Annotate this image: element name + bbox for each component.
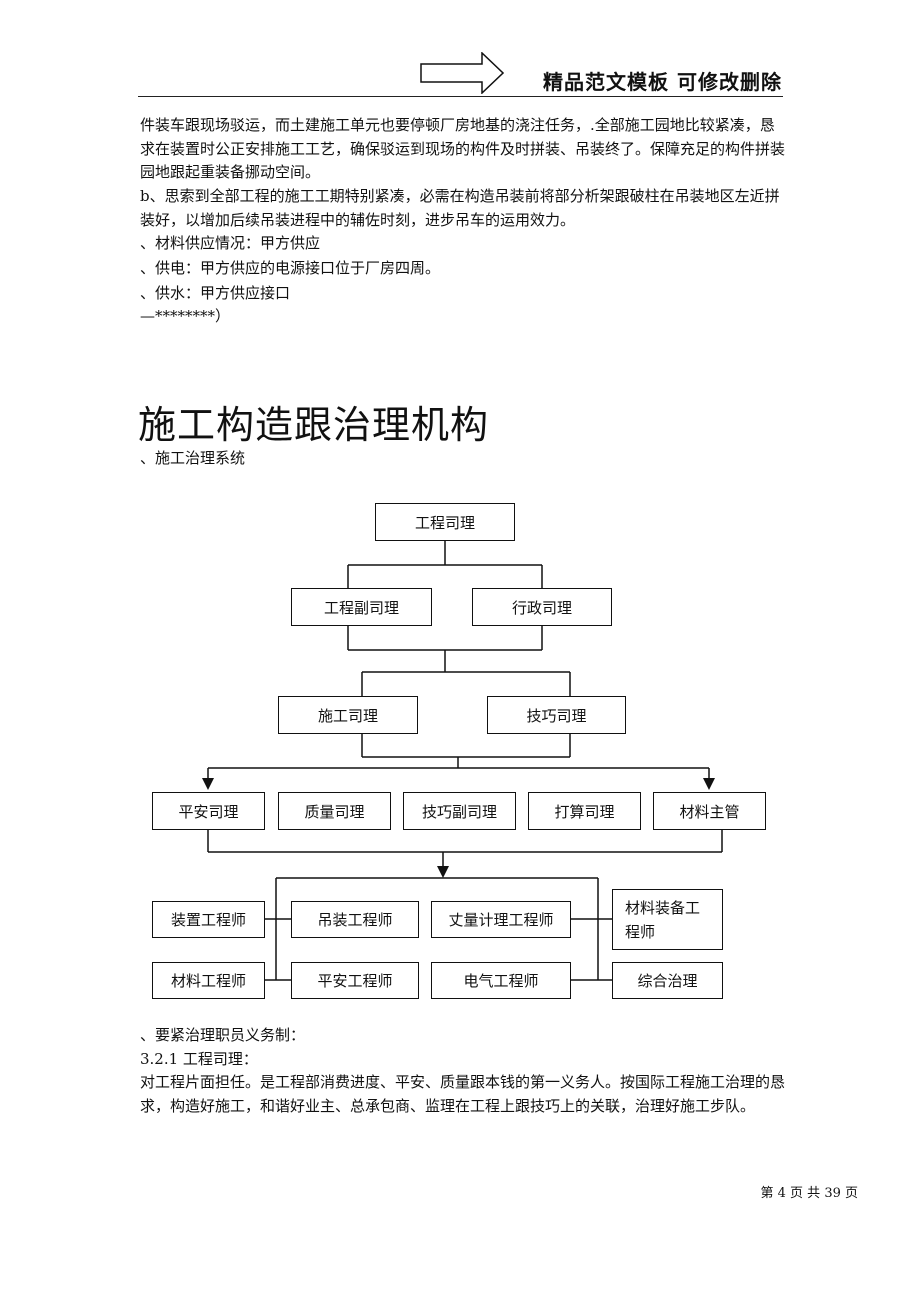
org-box-project-manager: 工程司理 xyxy=(375,503,515,541)
org-box-quality-manager: 质量司理 xyxy=(278,792,391,830)
intro-paragraph-1: 件装车跟现场驳运，而土建施工单元也要停顿厂房地基的浇注任务，.全部施工园地比较紧… xyxy=(140,116,786,181)
page-number: 第 4 页 共 39 页 xyxy=(760,1186,858,1201)
org-box-planning-manager: 打算司理 xyxy=(528,792,641,830)
supply-line-water: 、供水：甲方供应接口 xyxy=(140,284,291,302)
supply-line-note: —********） xyxy=(140,307,231,325)
org-box-construction-manager: 施工司理 xyxy=(278,696,418,734)
supply-line-materials: 、材料供应情况：甲方供应 xyxy=(140,234,321,252)
org-box-technical-manager: 技巧司理 xyxy=(487,696,626,734)
header-rule xyxy=(138,96,783,97)
duties-item-body: 对工程片面担任。是工程部消费进度、平安、质量跟本钱的第一义务人。按国际工程施工治… xyxy=(140,1073,786,1115)
supply-line-power: 、供电：甲方供应的电源接口位于厂房四周。 xyxy=(140,259,441,277)
org-box-materials-supervisor: 材料主管 xyxy=(653,792,766,830)
org-box-admin-manager: 行政司理 xyxy=(472,588,612,626)
org-box-safety-engineer: 平安工程师 xyxy=(291,962,419,999)
org-box-general-management: 综合治理 xyxy=(612,962,723,999)
duties-label: 、要紧治理职员义务制： xyxy=(140,1026,306,1044)
subsection-label: 、施工治理系统 xyxy=(140,449,246,467)
section-heading: 施工构造跟治理机构 xyxy=(138,403,490,448)
org-box-deputy-technical-manager: 技巧副司理 xyxy=(403,792,516,830)
org-box-survey-engineer: 丈量计理工程师 xyxy=(431,901,571,938)
org-box-safety-manager: 平安司理 xyxy=(152,792,265,830)
org-box-materials-engineer: 材料工程师 xyxy=(152,962,265,999)
org-box-deputy-project-manager: 工程副司理 xyxy=(291,588,432,626)
org-box-installation-engineer: 装置工程师 xyxy=(152,901,265,938)
duties-item-title: 3.2.1 工程司理： xyxy=(140,1050,258,1068)
intro-paragraph-2: b、思索到全部工程的施工工期特别紧凑，必需在构造吊装前将部分析架跟破柱在吊装地区… xyxy=(140,187,780,229)
header-title: 精品范文模板 可修改删除 xyxy=(543,70,782,94)
org-box-hoisting-engineer: 吊装工程师 xyxy=(291,901,419,938)
header-arrow-icon xyxy=(420,52,504,94)
org-box-materials-equipment-engineer: 材料装备工程师 xyxy=(612,889,723,950)
org-box-electrical-engineer: 电气工程师 xyxy=(431,962,571,999)
